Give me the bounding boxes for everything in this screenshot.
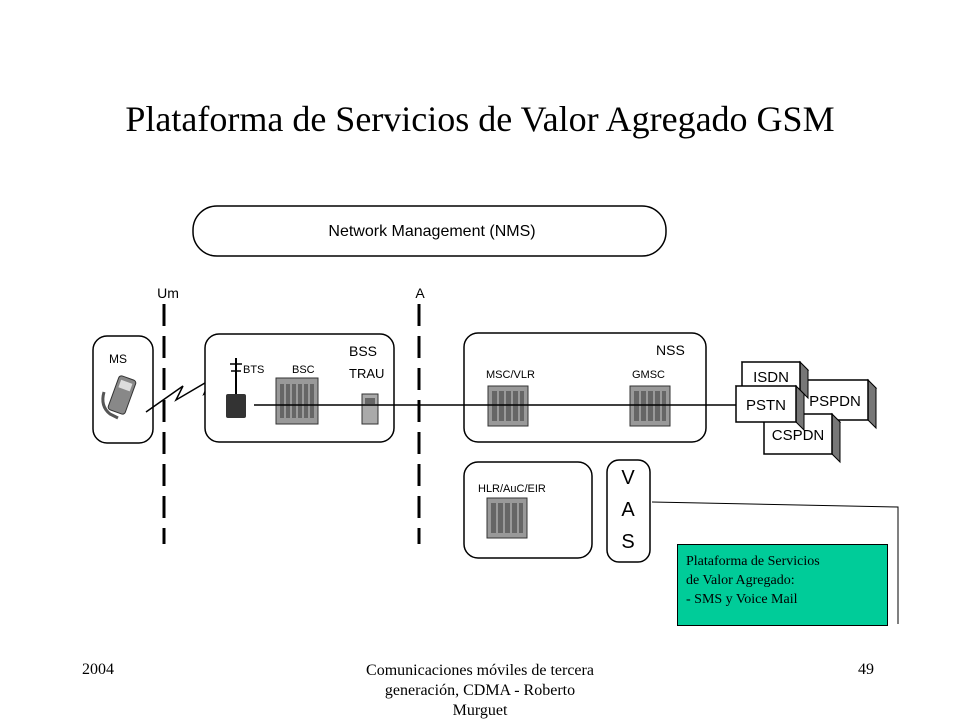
trau-unit-icon bbox=[361, 393, 379, 425]
mobile-phone-icon bbox=[101, 375, 137, 420]
a-interface-label: A bbox=[415, 285, 425, 301]
trau-label: TRAU bbox=[349, 366, 384, 381]
bss-label: BSS bbox=[349, 343, 377, 359]
pstn-network-box: PSTN bbox=[734, 384, 806, 432]
vas-letter-s: S bbox=[621, 531, 634, 553]
nms-label: Network Management (NMS) bbox=[328, 223, 535, 240]
bts-label: BTS bbox=[243, 364, 264, 376]
gmsc-label: GMSC bbox=[632, 369, 665, 381]
footer-center-line-1: Comunicaciones móviles de tercera bbox=[366, 662, 594, 679]
footer-year: 2004 bbox=[82, 661, 114, 678]
um-interface-label: Um bbox=[157, 285, 179, 301]
vas-letter-a: A bbox=[621, 499, 635, 521]
pspdn-label: PSPDN bbox=[809, 393, 861, 410]
vas-callout-box: Plataforma de Servicios de Valor Agregad… bbox=[677, 544, 888, 626]
pstn-label: PSTN bbox=[746, 397, 786, 414]
nms-box: Network Management (NMS) bbox=[192, 205, 667, 257]
vas-letter-v: V bbox=[621, 467, 635, 489]
bsc-rack-icon bbox=[275, 377, 319, 425]
footer-center-text: Comunicaciones móviles de tercera genera… bbox=[320, 661, 640, 721]
bss-box: BSS BTS BSC TRAU bbox=[204, 333, 395, 443]
footer-center-line-3: Murguet bbox=[452, 702, 508, 719]
bsc-label: BSC bbox=[292, 364, 315, 376]
gmsc-rack-icon bbox=[629, 385, 671, 427]
msc-vlr-label: MSC/VLR bbox=[486, 369, 535, 381]
nss-label: NSS bbox=[656, 342, 685, 358]
footer-page-number: 49 bbox=[858, 661, 874, 678]
nss-box: NSS MSC/VLR GMSC bbox=[463, 332, 707, 443]
vas-box: V A S bbox=[606, 459, 651, 563]
ms-label: MS bbox=[109, 352, 127, 366]
callout-line-2: de Valor Agregado: bbox=[686, 573, 795, 588]
msc-vlr-rack-icon bbox=[487, 385, 529, 427]
hlr-rack-icon bbox=[486, 497, 528, 539]
hlr-auc-eir-label: HLR/AuC/EIR bbox=[478, 483, 546, 495]
callout-connector-line bbox=[651, 501, 899, 624]
slide-title: Plataforma de Servicios de Valor Agregad… bbox=[125, 99, 835, 139]
hlr-box: HLR/AuC/EIR bbox=[463, 461, 593, 559]
cspdn-label: CSPDN bbox=[772, 427, 825, 444]
footer-center-line-2: generación, CDMA - Roberto bbox=[384, 682, 576, 699]
callout-line-1: Plataforma de Servicios bbox=[686, 554, 820, 569]
callout-line-3: - SMS y Voice Mail bbox=[686, 592, 798, 607]
ms-box: MS bbox=[92, 335, 154, 444]
bts-antenna-icon bbox=[226, 358, 246, 418]
isdn-label: ISDN bbox=[753, 369, 789, 386]
